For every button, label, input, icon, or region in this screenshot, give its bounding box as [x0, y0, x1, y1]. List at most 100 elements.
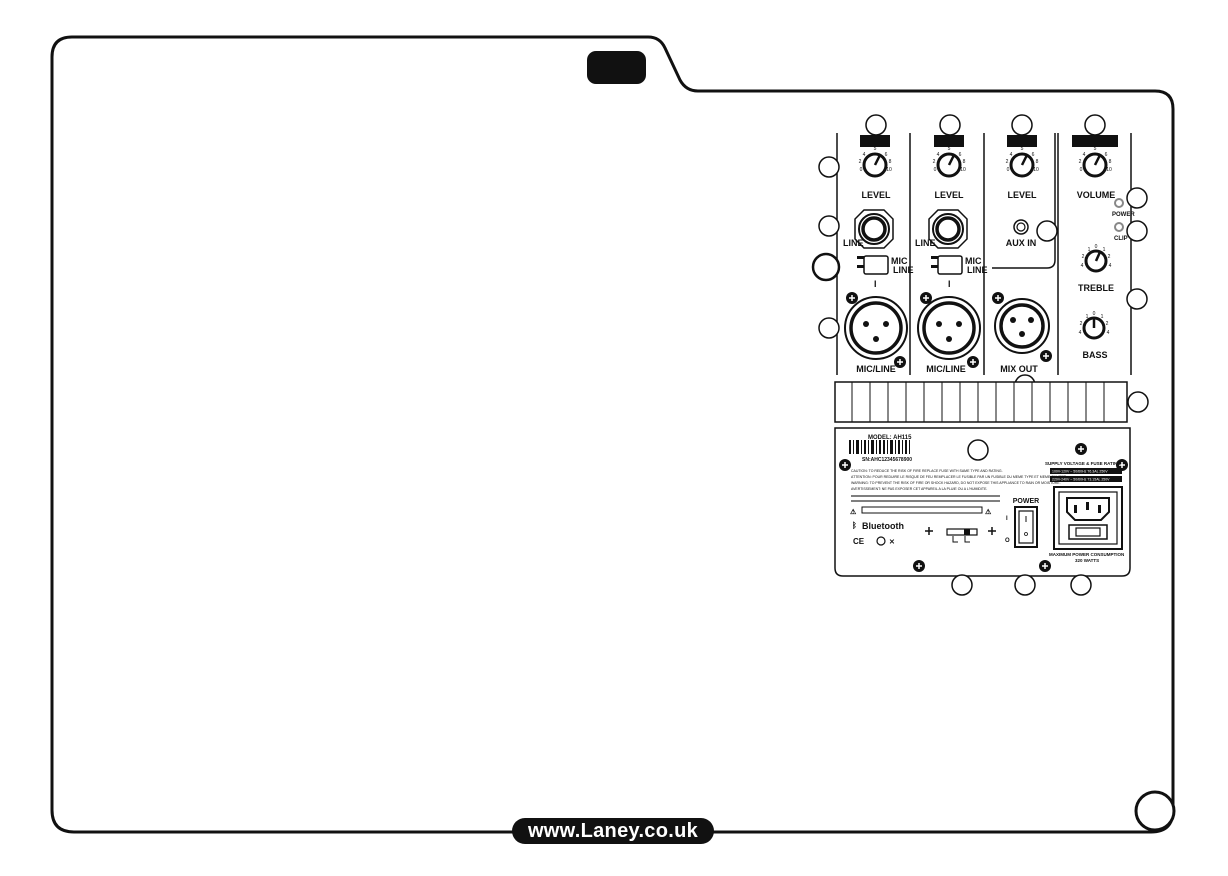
svg-text:0: 0: [1080, 167, 1083, 173]
switch-1-line-label: LINE: [893, 265, 914, 275]
svg-text:4: 4: [1107, 330, 1110, 336]
xlr-mix-out[interactable]: [994, 298, 1050, 354]
caution-filler-lines: [851, 495, 1000, 502]
line-jack-2[interactable]: [928, 209, 968, 249]
svg-text:⚠: ⚠: [850, 508, 857, 516]
treble-knob[interactable]: [1084, 249, 1108, 273]
svg-text:1: 1: [1086, 314, 1089, 320]
svg-text:4: 4: [1109, 263, 1112, 269]
svg-text:2: 2: [1108, 254, 1111, 260]
svg-text:5: 5: [1021, 146, 1024, 152]
svg-text:8: 8: [963, 159, 966, 165]
channel-2-line-label: LINE: [915, 238, 936, 248]
xlr-input-2[interactable]: [917, 296, 981, 360]
recycle-icon: [876, 536, 886, 546]
svg-text:2: 2: [1080, 321, 1083, 327]
treble-label: TREBLE: [1078, 283, 1114, 293]
mix-out-label: MIX OUT: [1000, 364, 1038, 374]
svg-text:2: 2: [1082, 254, 1085, 260]
bass-knob[interactable]: [1082, 316, 1106, 340]
channel-3-tag: [1007, 135, 1037, 147]
svg-text:6: 6: [1032, 152, 1035, 158]
callout-circles: [811, 114, 1149, 413]
svg-text:0: 0: [1007, 167, 1010, 173]
svg-text:10: 10: [960, 167, 966, 173]
power-off-mark: O: [1005, 538, 1010, 544]
voltage-selector[interactable]: [946, 528, 978, 543]
callout-circle: [1070, 574, 1092, 596]
svg-text:4: 4: [1010, 152, 1013, 158]
svg-text:0: 0: [1095, 244, 1098, 250]
caution-line-3: WARNING: TO PREVENT THE RISK OF FIRE OR …: [851, 481, 1061, 485]
master-tag: [1072, 135, 1118, 147]
callout-circle: [939, 114, 961, 136]
svg-text:5: 5: [1094, 146, 1097, 152]
svg-text:4: 4: [863, 152, 866, 158]
callout-circle: [818, 317, 840, 339]
volume-label: VOLUME: [1077, 190, 1116, 200]
svg-text:4: 4: [1083, 152, 1086, 158]
channel-1-tag: [860, 135, 890, 147]
callout-circle: [1014, 574, 1036, 596]
svg-text:4: 4: [1079, 330, 1082, 336]
xlr-input-1[interactable]: [844, 296, 908, 360]
power-switch-label: POWER: [1013, 498, 1039, 505]
svg-text:10: 10: [1033, 167, 1039, 173]
website-link[interactable]: www.Laney.co.uk: [512, 818, 714, 844]
aux-in-label: AUX IN: [1006, 238, 1037, 248]
callout-circle: [1036, 220, 1058, 242]
consumption-title: MAXIMUM POWER CONSUMPTION: [1049, 552, 1124, 557]
svg-text:6: 6: [1105, 152, 1108, 158]
xlr-2-label: MIC/LINE: [926, 364, 966, 374]
svg-text:2: 2: [1106, 321, 1109, 327]
power-led: [1114, 198, 1124, 208]
callout-circle: [1126, 187, 1148, 209]
iec-power-inlet[interactable]: [1053, 486, 1123, 550]
svg-text:5: 5: [874, 146, 877, 152]
clip-led: [1114, 222, 1124, 232]
channel-2-level-label: LEVEL: [934, 190, 964, 200]
ce-mark: CE: [853, 537, 865, 546]
callout-circle: [967, 439, 989, 461]
callout-circle: [1126, 220, 1148, 242]
mic-line-switch-1[interactable]: [857, 255, 889, 275]
svg-text:2: 2: [1006, 159, 1009, 165]
svg-text:1: 1: [1088, 247, 1091, 253]
callout-circle: [818, 156, 840, 178]
switch-2-mic-label: MIC: [965, 256, 982, 266]
bass-label: BASS: [1082, 350, 1107, 360]
svg-text:10: 10: [1106, 167, 1112, 173]
caution-line-2: ATTENTION: POUR REDUIRE LE RISQUE DE FEU…: [851, 475, 1067, 479]
page-frame: [50, 35, 1175, 834]
svg-text:0: 0: [860, 167, 863, 173]
rear-panel-lower: MODEL: AH115 SN:AHC12345678900 CAUTION: …: [834, 427, 1131, 596]
bluetooth-icon: ᛒ: [852, 521, 857, 530]
svg-text:2: 2: [933, 159, 936, 165]
supply-row-2: 220V-240V ~ 50/60Hz T3.15AL 250V: [1052, 478, 1110, 482]
volume-knob[interactable]: [1082, 152, 1108, 178]
level-knob-3[interactable]: [1009, 152, 1035, 178]
aux-in-jack[interactable]: [1013, 219, 1029, 235]
level-knob-1[interactable]: [862, 152, 888, 178]
channel-2-tag: [934, 135, 964, 147]
switch-2-roman: I: [948, 279, 951, 289]
mic-line-switch-2[interactable]: [931, 255, 963, 275]
svg-text:0: 0: [1093, 311, 1096, 317]
xlr-1-label: MIC/LINE: [856, 364, 896, 374]
svg-text:⚠: ⚠: [985, 508, 992, 516]
line-jack-1[interactable]: [854, 209, 894, 249]
svg-text:4: 4: [1081, 263, 1084, 269]
supply-row-1: 100V-120V ~ 50/60Hz T6.3AL 250V: [1052, 470, 1108, 474]
screw-crosses: [849, 295, 1049, 365]
warning-strip: [861, 506, 983, 514]
power-on-mark: I: [1006, 516, 1008, 522]
page-number-circle: [1134, 790, 1176, 832]
power-switch[interactable]: [1014, 506, 1038, 548]
channel-1-line-label: LINE: [843, 238, 864, 248]
caution-line-4: AVERTISSEMENT: NE PAS EXPOSER CET APPARE…: [851, 487, 987, 491]
callout-circle: [865, 114, 887, 136]
level-knob-2[interactable]: [936, 152, 962, 178]
